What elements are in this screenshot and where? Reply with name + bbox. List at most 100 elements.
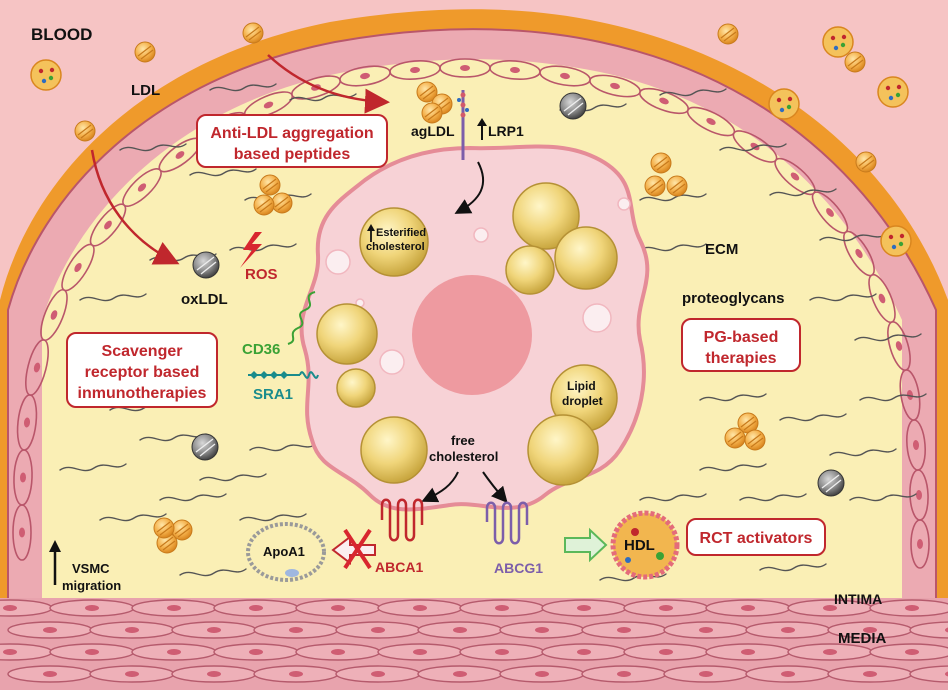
ecm-fiber [809, 293, 877, 302]
ldl-stripe [727, 431, 744, 446]
ldl-speck [898, 241, 904, 247]
smooth-muscle-nucleus [289, 671, 303, 677]
smooth-muscle-nucleus [659, 649, 673, 655]
endothelial-nucleus [263, 101, 274, 109]
endothelial-nucleus [460, 65, 470, 71]
ecm-fiber [59, 463, 127, 472]
hdl-particle [610, 510, 680, 580]
ldl-particles [74, 22, 877, 554]
scavenger-therapy-line-1: Scavenger [102, 343, 183, 360]
ldl-speck [888, 234, 894, 240]
smooth-muscle-nucleus [167, 649, 181, 655]
smooth-muscle-nucleus [3, 605, 17, 611]
smooth-muscle-cell [909, 621, 948, 639]
smooth-muscle-cell [909, 665, 948, 683]
ecm-fiber [209, 83, 277, 92]
abcg1-transporter [485, 501, 529, 545]
pg-therapy-line-2: therapies [705, 350, 776, 367]
smooth-muscle-nucleus [249, 605, 263, 611]
ldl-stripe [419, 85, 436, 100]
ldl-particle [134, 41, 156, 63]
ros-label: ROS [245, 266, 278, 283]
ldl-stripe [245, 26, 262, 41]
ecm-fiber [859, 393, 927, 402]
ecm-fiber [829, 448, 897, 457]
ldl-particle [153, 517, 175, 539]
endothelial-nucleus [659, 97, 669, 105]
esterified-label-1: Esterified [376, 227, 426, 239]
smooth-muscle-nucleus [249, 649, 263, 655]
endothelial-nucleus [790, 172, 800, 181]
ldl-particle [844, 51, 866, 73]
ldl-particle [650, 152, 672, 174]
ldl-speck [787, 96, 793, 102]
lipid-droplet-label-2: droplet [562, 394, 603, 408]
smooth-muscle-nucleus [207, 627, 221, 633]
oxldl-particle [559, 92, 587, 120]
ldl-stripe [156, 521, 173, 536]
ecm-fiber [229, 243, 297, 252]
smooth-muscle-nucleus [699, 627, 713, 633]
ecm-fiber [79, 293, 147, 302]
smooth-muscle-nucleus [823, 605, 837, 611]
endothelial-cell [910, 519, 930, 569]
abca1-transporter [380, 498, 424, 542]
smooth-muscle-nucleus [617, 627, 631, 633]
pg-therapy-box [681, 318, 801, 372]
smooth-muscle-nucleus [741, 649, 755, 655]
ldl-stripe [256, 198, 273, 213]
abcg1-label: ABCG1 [494, 560, 543, 576]
ldl-particle [717, 23, 739, 45]
media-cells [0, 599, 948, 683]
endothelial-nucleus [410, 66, 420, 74]
ecm-fiber [699, 393, 767, 402]
ldl-entry-arrows [90, 54, 390, 265]
ldl-speck [786, 104, 792, 110]
endothelial-nucleus [510, 66, 520, 74]
ldl-particle [242, 22, 264, 44]
ldl-stripe [653, 156, 670, 171]
endothelial-nucleus [360, 72, 370, 80]
smooth-muscle-nucleus [413, 605, 427, 611]
ldl-speck [38, 68, 44, 74]
ldl-stripe [740, 416, 757, 431]
ldl-speck [49, 67, 55, 73]
agldl-label: agLDL [411, 123, 455, 139]
ldl-speck [888, 95, 894, 101]
ldl-stripe [159, 536, 176, 551]
endothelial-nucleus [23, 417, 31, 428]
smooth-muscle-nucleus [85, 605, 99, 611]
ecm-fiber [199, 473, 267, 482]
rct-therapy-box [686, 518, 826, 556]
blood-ldl-particle [880, 225, 912, 257]
ldl-particle [724, 427, 746, 449]
efflux-arrow [564, 527, 608, 563]
smooth-muscle-nucleus [453, 671, 467, 677]
ecm-fiber [739, 493, 807, 502]
oxldl-particle [191, 433, 219, 461]
vacuoles [325, 197, 631, 375]
blood-ldl-particle [877, 76, 909, 108]
smooth-muscle-nucleus [863, 627, 877, 633]
smooth-muscle-nucleus [43, 671, 57, 677]
ldl-particle [259, 174, 281, 196]
ldl-speck [896, 84, 902, 90]
smooth-muscle-nucleus [781, 627, 795, 633]
blocked-efflux-arrow [331, 528, 376, 570]
endothelial-nucleus [915, 490, 923, 500]
endothelial-nucleus [610, 82, 620, 90]
smooth-muscle-nucleus [577, 649, 591, 655]
ldl-particle [421, 102, 443, 124]
endothelial-nucleus [878, 293, 886, 304]
smooth-muscle-nucleus [659, 605, 673, 611]
ldl-speck [830, 35, 836, 41]
ldl-speck [779, 107, 785, 113]
nucleus [412, 275, 532, 395]
blood-ldl-particle [768, 88, 800, 120]
smooth-muscle-nucleus [699, 671, 713, 677]
ldl-particle [855, 151, 877, 173]
lipid-droplets [316, 182, 618, 486]
smooth-muscle-nucleus [945, 671, 948, 677]
smooth-muscle-nucleus [3, 649, 17, 655]
